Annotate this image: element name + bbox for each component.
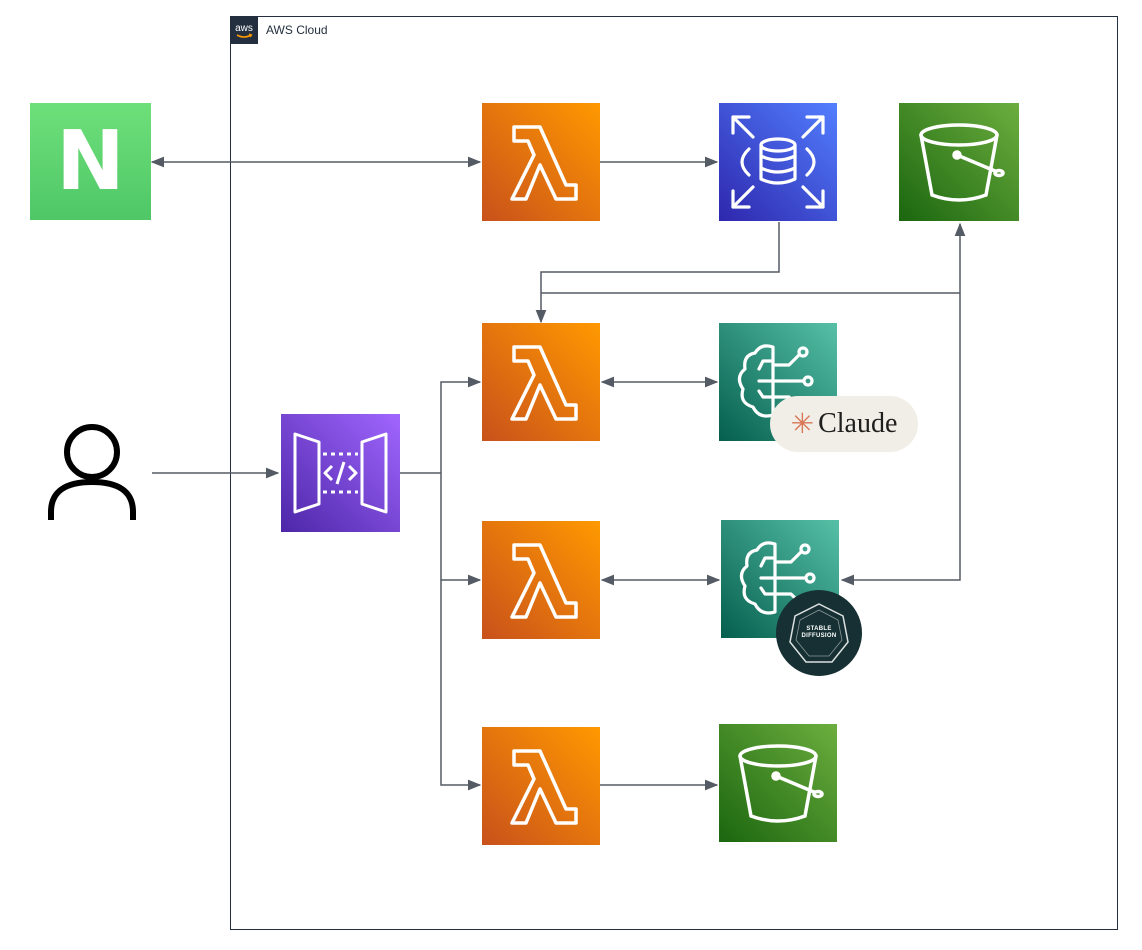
lambda-node-4 (482, 727, 600, 845)
aws-badge-text: aws (235, 23, 253, 34)
lambda-icon (510, 749, 578, 825)
rds-icon (731, 115, 825, 209)
sd-line-2: DIFFUSION (801, 633, 837, 639)
naver-logo-icon: N (56, 113, 125, 209)
claude-logo-icon: ✳ Claude (770, 396, 918, 452)
aws-logo-icon: aws (230, 16, 258, 44)
claude-star-icon: ✳ (790, 407, 815, 440)
aws-cloud-label: AWS Cloud (266, 23, 328, 37)
lambda-icon (510, 125, 578, 201)
s3-bucket-icon (738, 744, 824, 823)
s3-node-top (899, 103, 1019, 221)
s3-node-bottom (719, 724, 837, 842)
lambda-node-1 (482, 103, 600, 221)
s3-bucket-icon (919, 123, 1005, 202)
naver-node: N (30, 103, 151, 220)
user-icon (48, 424, 136, 520)
claude-wordmark: Claude (818, 408, 898, 439)
api-gateway-icon (293, 432, 388, 514)
lambda-node-2 (482, 323, 600, 441)
lambda-icon (510, 543, 578, 619)
stable-diffusion-logo-icon: STABLE DIFFUSION (776, 590, 862, 676)
api-gateway-node (281, 414, 400, 532)
rds-node (719, 103, 837, 221)
lambda-node-3 (482, 521, 600, 639)
sd-line-1: STABLE (806, 626, 832, 632)
lambda-icon (510, 345, 578, 421)
